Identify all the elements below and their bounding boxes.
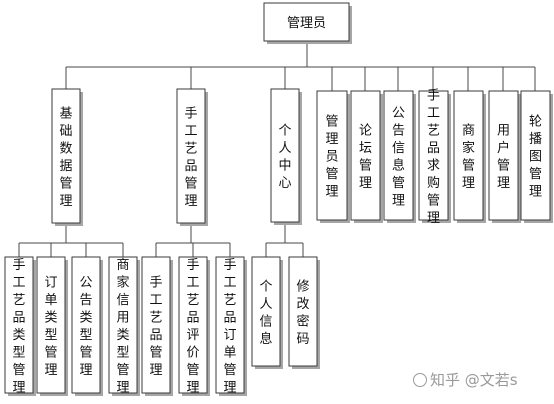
node-level1-6 xyxy=(383,90,414,221)
node-level1-8-label: 商家管理 xyxy=(462,123,475,191)
node-handicraft-child-2-label: 手工艺品评价管理 xyxy=(186,258,199,396)
node-level1-2 xyxy=(176,88,206,224)
node-handicraft-child-3-label: 手工艺品订单管理 xyxy=(223,258,236,396)
node-level1-4-label: 管理员管理 xyxy=(325,115,338,200)
node-basic-data-child-3-label: 公告类型管理 xyxy=(79,275,92,378)
watermark-text: 知乎 @文若s xyxy=(430,371,518,389)
node-level1-9-label: 用户管理 xyxy=(497,123,510,191)
node-basic-data-child-2 xyxy=(36,256,66,394)
node-handicraft-child-3 xyxy=(215,256,245,394)
node-level1-4 xyxy=(316,90,348,221)
node-level1-8 xyxy=(453,90,484,221)
node-level1-1-label: 基础数据管理 xyxy=(59,106,72,209)
root-node-label: 管理员 xyxy=(287,16,326,31)
node-level1-7-label: 手工艺品求购管理 xyxy=(427,88,440,226)
node-level1-10 xyxy=(520,90,551,221)
node-level1-5 xyxy=(350,90,381,221)
node-level1-10-label: 轮播图管理 xyxy=(529,115,542,200)
node-basic-data-child-3 xyxy=(71,256,101,394)
node-handicraft-child-1-label: 手工艺品管理 xyxy=(149,275,162,378)
node-handicraft-child-1 xyxy=(141,256,171,394)
node-personal-child-2-label: 修改密码 xyxy=(296,279,309,347)
node-basic-data-child-2-label: 订单类型管理 xyxy=(44,275,57,378)
node-level1-9 xyxy=(488,90,519,221)
node-basic-data-child-4-label: 商家信用类型管理 xyxy=(116,258,129,396)
node-handicraft-child-2 xyxy=(178,256,208,394)
node-personal-child-2 xyxy=(288,256,318,367)
watermark: 知乎 @文若s xyxy=(413,369,549,391)
node-basic-data-child-1-label: 手工艺品类型管理 xyxy=(12,258,25,396)
node-level1-5-label: 论坛管理 xyxy=(359,123,372,191)
node-personal-child-1-label: 个人信息 xyxy=(259,279,272,347)
node-personal-child-1 xyxy=(251,256,281,367)
node-level1-7 xyxy=(418,90,449,221)
zhihu-watermark-icon xyxy=(413,373,427,387)
root-node xyxy=(263,2,350,42)
node-basic-data-child-1 xyxy=(4,256,34,394)
node-basic-data-child-4 xyxy=(108,256,138,394)
node-level1-6-label: 公告信息管理 xyxy=(392,106,405,209)
node-level1-3-label: 个人中心 xyxy=(278,123,291,191)
node-level1-2-label: 手工艺品管理 xyxy=(184,106,197,209)
node-level1-1 xyxy=(51,88,81,224)
node-level1-3 xyxy=(270,88,300,223)
